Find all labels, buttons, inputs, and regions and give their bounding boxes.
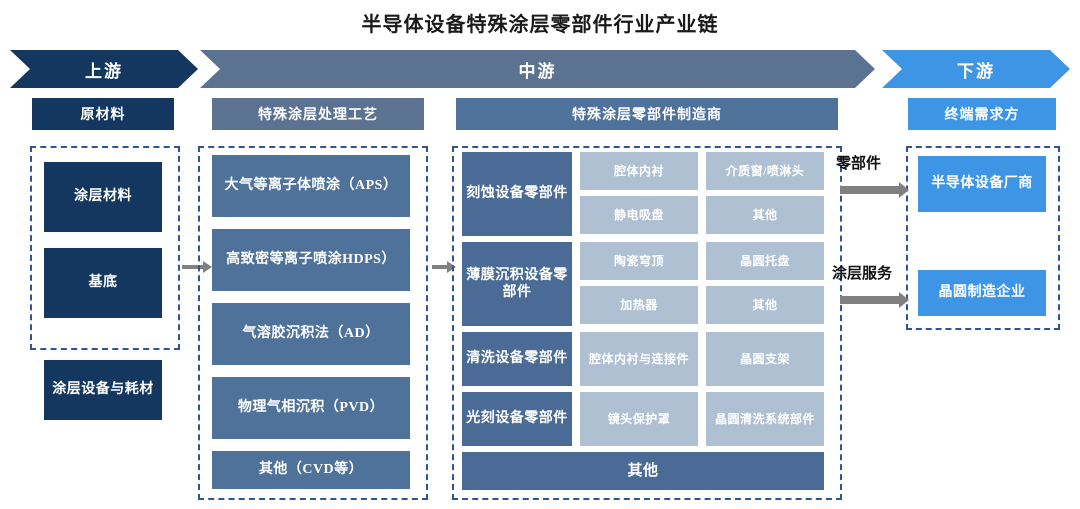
downstream-group (906, 146, 1060, 330)
flow-label-coating-service: 涂层服务 (832, 266, 893, 282)
part-electrostatic-chuck: 静电吸盘 (580, 196, 698, 234)
flow-label-parts: 零部件 (836, 156, 882, 172)
part-etching-other: 其他 (706, 196, 824, 234)
header-parts-manufacturer: 特殊涂层零部件制造商 (456, 98, 838, 130)
header-end-demand: 终端需求方 (908, 98, 1056, 130)
part-wafer-holder: 晶圆支架 (706, 332, 824, 386)
part-heater: 加热器 (580, 286, 698, 324)
process-item-ad: 气溶胶沉积法（AD） (212, 303, 410, 365)
banner-midstream-label: 中游 (518, 61, 557, 81)
arrow-process-to-manufacturers (432, 261, 456, 273)
process-item-aps: 大气等离子体喷涂（APS） (212, 155, 410, 217)
upstream-block-substrate: 基底 (44, 248, 162, 318)
part-wafer-cleaning-system: 晶圆清洗系统部件 (706, 392, 824, 446)
page-title: 半导体设备特殊涂层零部件行业产业链 (361, 14, 719, 36)
downstream-block-wafer-fab: 晶圆制造企业 (918, 270, 1046, 316)
header-raw-materials-label: 原材料 (80, 108, 126, 123)
part-liner-and-connectors: 腔体内衬与连接件 (580, 332, 698, 386)
header-raw-materials: 原材料 (32, 98, 174, 130)
upstream-block-coating-equipment: 涂层设备与耗材 (44, 360, 162, 420)
part-dielectric-window-showerhead: 介质窗/喷淋头 (706, 152, 824, 190)
part-chamber-liner: 腔体内衬 (580, 152, 698, 190)
part-wafer-tray: 晶圆托盘 (706, 242, 824, 280)
header-coating-process-label: 特殊涂层处理工艺 (258, 108, 378, 123)
process-item-pvd: 物理气相沉积（PVD） (212, 377, 410, 439)
part-film-other: 其他 (706, 286, 824, 324)
arrow-parts-to-equipment-maker (840, 182, 909, 198)
header-parts-manufacturer-label: 特殊涂层零部件制造商 (572, 108, 722, 123)
upstream-block-coating-material: 涂层材料 (44, 162, 162, 232)
banner-downstream: 下游 (882, 50, 1070, 88)
manufacturer-group-etching: 刻蚀设备零部件 (462, 152, 572, 236)
manufacturer-group-lithography: 光刻设备零部件 (462, 392, 572, 446)
banner-midstream: 中游 (200, 50, 875, 88)
part-lens-protective-cover: 镜头保护罩 (580, 392, 698, 446)
header-coating-process: 特殊涂层处理工艺 (212, 98, 424, 130)
arrow-coating-service-to-fab (840, 292, 909, 308)
process-item-hdps: 高致密等离子喷涂HDPS） (212, 229, 410, 291)
part-ceramic-dome: 陶瓷穹顶 (580, 242, 698, 280)
process-group (198, 146, 428, 500)
process-item-other: 其他（CVD等） (212, 451, 410, 489)
banner-downstream-label: 下游 (957, 61, 995, 81)
header-end-demand-label: 终端需求方 (944, 108, 1020, 123)
upstream-materials-group (30, 146, 180, 350)
manufacturer-group-cleaning: 清洗设备零部件 (462, 332, 572, 386)
manufacturer-footer-other: 其他 (462, 452, 824, 490)
banner-upstream: 上游 (10, 50, 198, 88)
banner-upstream-label: 上游 (85, 61, 123, 81)
manufacturers-group (452, 146, 842, 500)
manufacturer-group-film-deposition: 薄膜沉积设备零部件 (462, 242, 572, 326)
downstream-block-equipment-maker: 半导体设备厂商 (918, 156, 1046, 212)
arrow-upstream-to-midstream (182, 261, 212, 273)
